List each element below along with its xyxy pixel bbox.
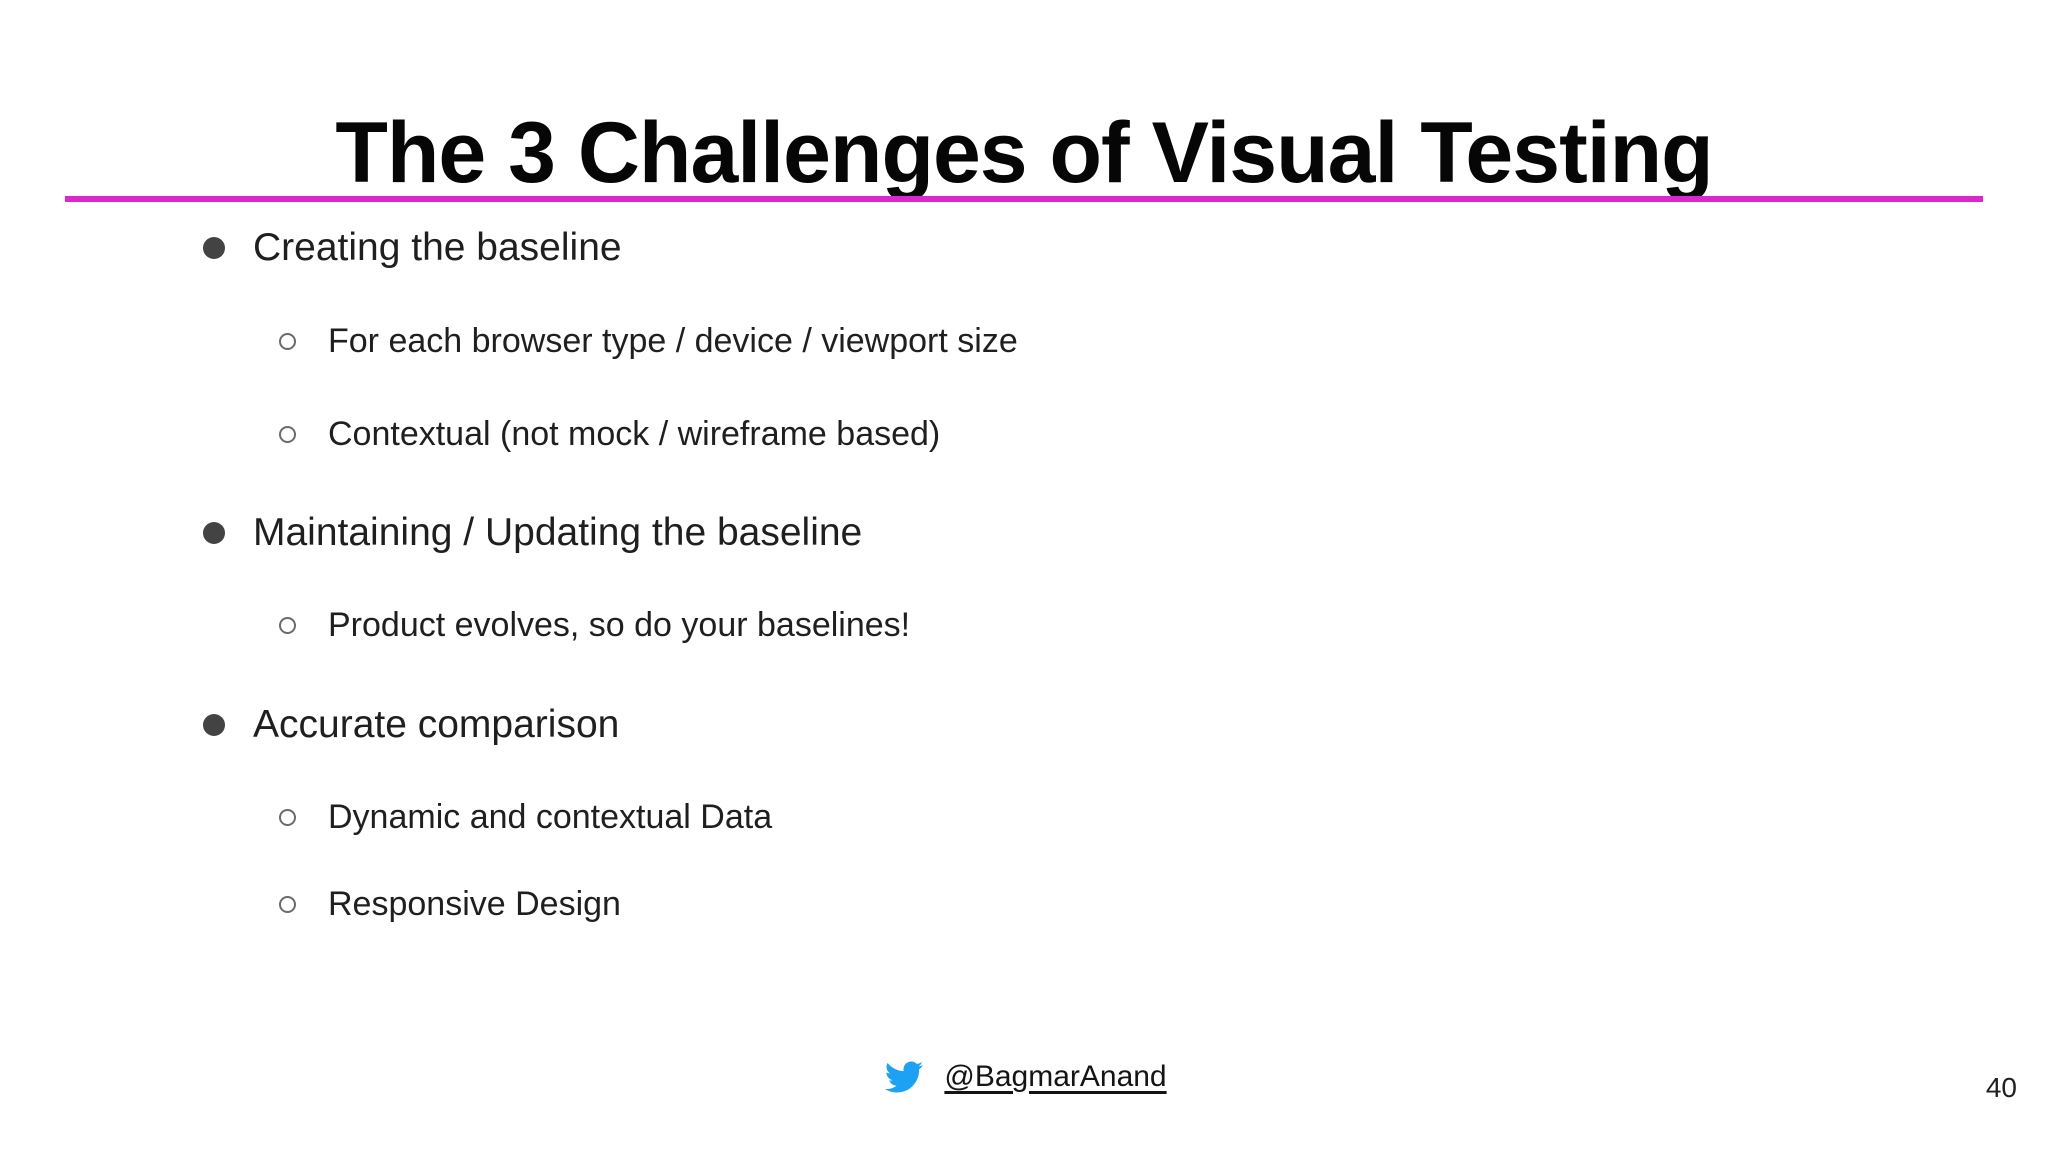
list-item: Maintaining / Updating the baseline <box>203 507 862 559</box>
list-item: Dynamic and contextual Data <box>279 794 772 840</box>
filled-bullet-icon <box>203 237 225 259</box>
list-item-label: Dynamic and contextual Data <box>328 797 773 836</box>
list-item: Contextual (not mock / wireframe based) <box>279 411 940 457</box>
list-item: For each browser type / device / viewpor… <box>279 318 1018 364</box>
hollow-bullet-icon <box>279 895 296 913</box>
list-item-label: Responsive Design <box>328 884 621 923</box>
list-item: Product evolves, so do your baselines! <box>279 602 910 648</box>
list-item-label: Maintaining / Updating the baseline <box>253 511 863 554</box>
filled-bullet-icon <box>203 714 225 736</box>
hollow-bullet-icon <box>279 616 296 634</box>
list-item-label: Product evolves, so do your baselines! <box>328 605 911 644</box>
list-item: Creating the baseline <box>203 222 622 274</box>
footer: @BagmarAnand <box>0 1058 2048 1096</box>
slide-title: The 3 Challenges of Visual Testing <box>335 104 1713 201</box>
list-item-label: Accurate comparison <box>253 703 620 746</box>
list-item-label: Creating the baseline <box>253 226 622 269</box>
twitter-bird-icon <box>881 1058 927 1096</box>
hollow-bullet-icon <box>279 332 296 350</box>
list-item: Responsive Design <box>279 881 621 927</box>
list-item-label: Contextual (not mock / wireframe based) <box>328 414 941 453</box>
divider-line <box>65 196 1983 202</box>
hollow-bullet-icon <box>279 808 296 826</box>
list-item: Accurate comparison <box>203 699 619 751</box>
filled-bullet-icon <box>203 522 225 544</box>
twitter-handle-link[interactable]: @BagmarAnand <box>944 1060 1167 1093</box>
hollow-bullet-icon <box>279 425 296 443</box>
page-number: 40 <box>1985 1072 2017 1103</box>
list-item-label: For each browser type / device / viewpor… <box>328 321 1018 360</box>
